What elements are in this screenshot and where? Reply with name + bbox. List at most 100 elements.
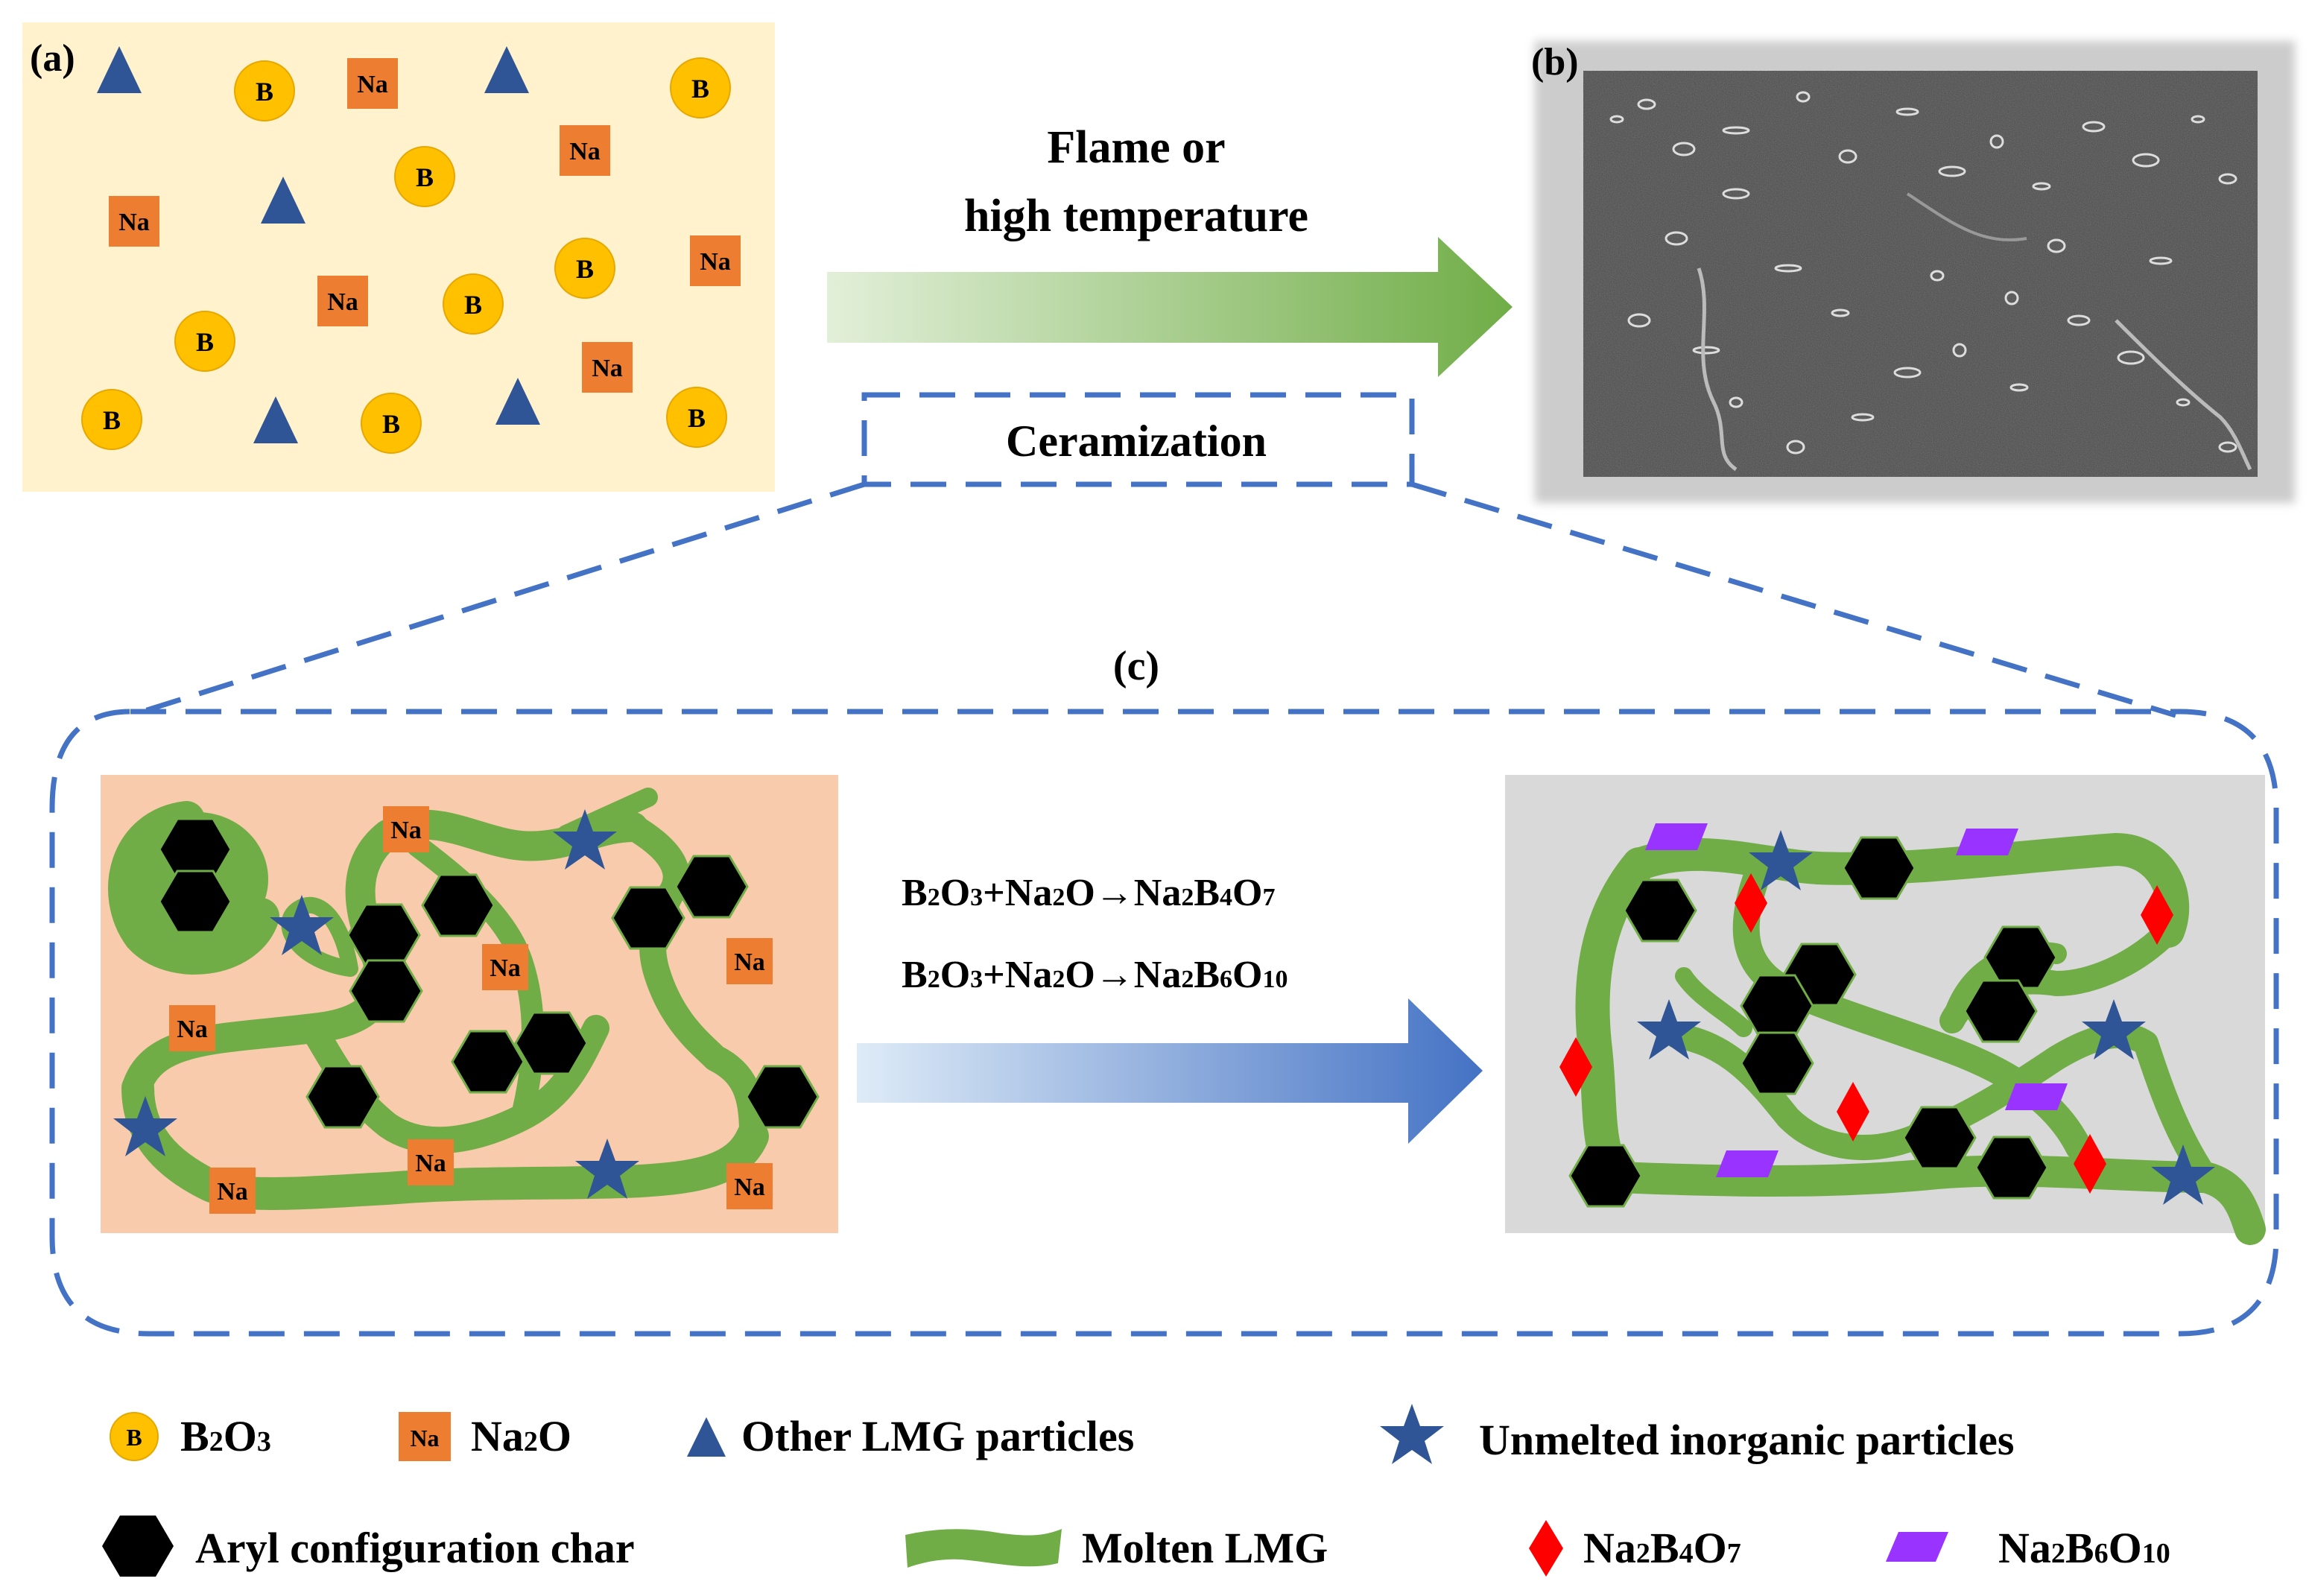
sem-feature: [2047, 238, 2066, 253]
sem-feature: [1952, 343, 1967, 358]
b2o3-particle: [443, 273, 504, 335]
legend-na2o: Na Na2O: [399, 1412, 571, 1461]
na2o-particle-label: Na: [390, 817, 422, 844]
sem-feature: [2032, 182, 2051, 191]
b2o3-particle-label: B: [688, 403, 706, 433]
b2o3-particle-label: B: [382, 409, 400, 439]
hexagon-icon: [102, 1516, 174, 1577]
na2b6o10-crystal: [2005, 1083, 2068, 1110]
legend-na2b6o10-label: Na2B6O10: [1998, 1524, 2170, 1572]
b2o3-particle: [554, 238, 615, 299]
b2o3-particle: [670, 57, 731, 118]
b2o3-particle: [174, 311, 235, 372]
sem-crack: [1906, 192, 2027, 241]
b2o3-particle-label: B: [416, 162, 434, 192]
sem-feature: [2004, 291, 2019, 305]
b2o3-particle-label: B: [196, 327, 214, 357]
legend-b2o3-symbol-label: B: [126, 1424, 142, 1451]
sem-crack: [2115, 319, 2252, 471]
panel-c-label: (c): [1113, 643, 1159, 689]
sem-image-texture: [1583, 71, 2258, 477]
na2o-particle-label: Na: [415, 1150, 446, 1177]
legend-na2b4o7-label: Na2B4O7: [1583, 1524, 1741, 1572]
sem-feature: [1609, 115, 1624, 124]
na2o-particle-label: Na: [569, 138, 601, 165]
b2o3-particle-label: B: [464, 290, 482, 320]
reaction-2: B2O3+Na2O→Na2B6O10: [902, 954, 1287, 996]
na2o-particle: [408, 1139, 454, 1185]
na2o-particle: [169, 1005, 215, 1051]
legend-other-lmg-label: Other LMG particles: [741, 1412, 1134, 1460]
legend-na2o-symbol: [399, 1412, 451, 1461]
sem-feature: [1851, 413, 1875, 422]
na2o-particle-label: Na: [327, 288, 358, 316]
sem-feature: [1831, 308, 1850, 317]
na2o-particle: [690, 235, 741, 286]
legend-other-lmg: Other LMG particles: [687, 1412, 1134, 1460]
b2o3-particle: [81, 389, 142, 450]
na2o-particle-label: Na: [734, 1174, 765, 1201]
na2o-particle-label: Na: [177, 1016, 208, 1043]
diamond-icon: [1529, 1520, 1563, 1577]
other-lmg-particle: [261, 177, 305, 224]
na2o-particle: [582, 342, 633, 393]
panel-c-frame: [49, 709, 2279, 1337]
na2b6o10-crystal: [1716, 1150, 1779, 1177]
zoom-line-left: [129, 481, 866, 718]
sem-feature: [1838, 149, 1857, 164]
legend-b2o3-symbol: [110, 1412, 159, 1461]
sem-feature: [2176, 398, 2191, 407]
na2o-particle: [560, 125, 610, 176]
sem-feature: [1893, 367, 1922, 379]
other-lmg-particle: [253, 396, 298, 443]
legend-molten-lmg: Molten LMG: [905, 1524, 1328, 1572]
ceramization-label: Ceramization: [1006, 417, 1267, 466]
parallelogram-icon: [1886, 1532, 1948, 1562]
b2o3-particle-label: B: [576, 254, 594, 284]
legend-aryl-char: Aryl configuration char: [102, 1516, 635, 1577]
ceramization-box: [861, 392, 1415, 487]
sem-feature: [1930, 270, 1945, 282]
panel-a-label: (a): [30, 37, 75, 80]
sem-feature: [2082, 121, 2106, 133]
na2o-particle: [482, 944, 528, 990]
sem-feature: [2149, 256, 2173, 265]
na2b4o7-crystal: [1837, 1082, 1869, 1141]
star-icon: [1380, 1404, 1444, 1464]
b2o3-particle: [666, 387, 727, 448]
na2o-particle: [317, 276, 368, 326]
sem-feature: [1786, 440, 1805, 455]
sem-feature: [2218, 173, 2237, 185]
na2b6o10-crystal: [1956, 829, 2018, 855]
legend-b2o3-label: B2O3: [180, 1412, 271, 1460]
b2o3-particle: [234, 60, 295, 121]
na2b6o10-crystal: [1645, 823, 1708, 850]
sem-feature: [2218, 441, 2237, 453]
na2o-particle-label: Na: [592, 355, 623, 382]
triangle-icon: [687, 1417, 726, 1457]
sem-feature: [2132, 153, 2160, 168]
sem-feature: [1692, 346, 1720, 355]
zoom-line-right: [1410, 481, 2177, 718]
legend-unmelted-label: Unmelted inorganic particles: [1479, 1416, 2014, 1464]
na2o-particle-label: Na: [700, 248, 731, 276]
sem-feature: [1938, 165, 1966, 177]
process-label-line2: high temperature: [964, 191, 1308, 241]
legend-na2o-label: Na2O: [471, 1412, 571, 1460]
b2o3-particle: [361, 393, 422, 454]
legend-na2o-symbol-label: Na: [410, 1425, 439, 1451]
panel-b-label: (b): [1531, 41, 1579, 83]
sem-feature: [1729, 396, 1743, 408]
reaction-1: B2O3+Na2O→Na2B4O7: [902, 872, 1275, 914]
sem-feature: [1722, 126, 1750, 135]
na2o-particle-label: Na: [490, 954, 521, 982]
na2b4o7-crystal: [1735, 873, 1767, 933]
b2o3-particle-label: B: [256, 77, 273, 107]
na2o-particle: [383, 806, 429, 852]
legend-na2b4o7: Na2B4O7: [1529, 1520, 1741, 1577]
na2o-particle-label: Na: [734, 949, 765, 976]
reaction-arrow-blue: [857, 998, 1483, 1144]
